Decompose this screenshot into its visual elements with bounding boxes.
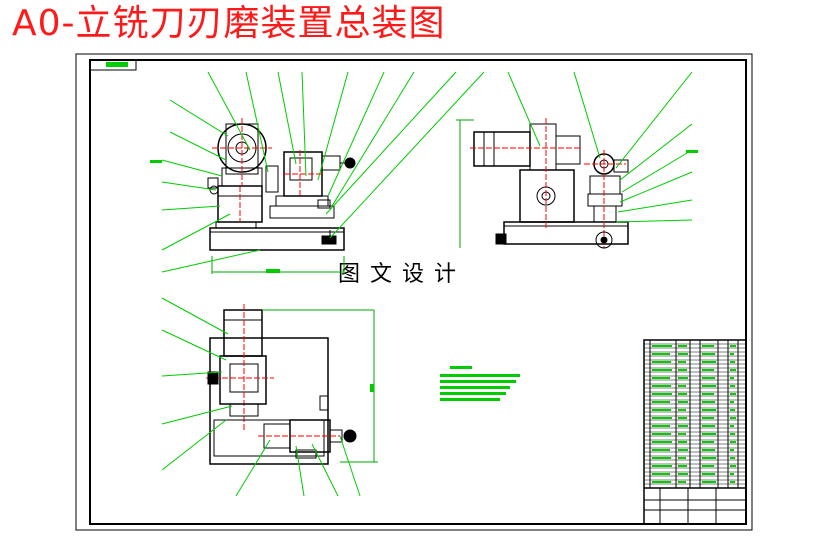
- bom-cell-text: [678, 425, 688, 427]
- bom-cell-text: [730, 473, 734, 475]
- bom-cell-text: [678, 465, 687, 467]
- bom-cell-text: [652, 409, 671, 411]
- bom-cell-text: [678, 433, 686, 435]
- bom-cell-text: [678, 481, 686, 483]
- bom-cell-text: [652, 449, 670, 451]
- bom-cell-text: [652, 345, 672, 347]
- bom-cell-text: [702, 345, 714, 347]
- top-view: [206, 304, 378, 465]
- bom-cell-text: [652, 377, 670, 379]
- bom-cell-text: [730, 401, 734, 403]
- bom-cell-text: [652, 393, 672, 395]
- bom-cell-text: [730, 449, 734, 451]
- drawing-title: A0-立铣刀刃磨装置总装图: [12, 3, 446, 44]
- bom-cell-text: [730, 441, 736, 443]
- bom-cell-text: [678, 441, 687, 443]
- bom-cell-text: [730, 465, 736, 467]
- bom-cell-text: [678, 401, 688, 403]
- bom-cell-text: [652, 369, 672, 371]
- bom-cell-text: [730, 481, 735, 483]
- bom-cell-text: [730, 361, 735, 363]
- bom-cell-text: [702, 417, 714, 419]
- bom-cell-text: [702, 393, 714, 395]
- bom-cell-text: [702, 433, 716, 435]
- bom-cell-text: [702, 385, 716, 387]
- bom-cell-text: [730, 457, 735, 459]
- bom-cell-text: [652, 457, 671, 459]
- top-view-leaders: [161, 297, 361, 497]
- bom-cell-text: [678, 473, 688, 475]
- bom-cell-text: [678, 457, 686, 459]
- bom-cell-text: [652, 441, 672, 443]
- bom-cell-text: [702, 457, 716, 459]
- bom-cell-text: [730, 393, 736, 395]
- bom-cell-text: [652, 425, 670, 427]
- bom-cell-text: [652, 465, 672, 467]
- bom-cell-text: [730, 353, 734, 355]
- bom-cell-text: [730, 385, 735, 387]
- bom-cell-text: [702, 409, 716, 411]
- bom-cell-text: [702, 441, 714, 443]
- bom-cell-text: [678, 393, 687, 395]
- bom-cell-text: [730, 417, 736, 419]
- bom-cell-text: [730, 377, 734, 379]
- bom-cell-text: [730, 425, 734, 427]
- bom-cell-text: [702, 425, 715, 427]
- bom-cell-text: [730, 369, 736, 371]
- bom-cell-text: [678, 345, 687, 347]
- bom-cell-text: [678, 377, 688, 379]
- sheet-outer-border: [75, 53, 753, 531]
- bom-cell-text: [652, 385, 671, 387]
- bom-rows: [644, 343, 746, 485]
- drawing-code-box: [89, 59, 137, 71]
- bom-cell-text: [702, 465, 714, 467]
- bom-cell-text: [652, 417, 672, 419]
- bom-cell-text: [702, 353, 715, 355]
- bom-cell-text: [652, 353, 670, 355]
- bom-cell-text: [702, 473, 715, 475]
- front-view: [207, 118, 356, 274]
- bom-cell-text: [652, 401, 670, 403]
- bom-text: [652, 345, 736, 483]
- sheet-inner-border: [89, 59, 747, 525]
- bom-cell-text: [652, 481, 671, 483]
- bom-cell-text: [702, 449, 715, 451]
- bom-cell-text: [702, 369, 714, 371]
- bom-cell-text: [730, 409, 735, 411]
- bom-cell-text: [702, 377, 715, 379]
- bom-cell-text: [730, 433, 735, 435]
- side-view-leaders: [507, 71, 698, 223]
- watermark-text: 图文设计: [334, 256, 471, 288]
- bom-cell-text: [652, 473, 670, 475]
- bom-cell-text: [678, 409, 686, 411]
- bom-cell-text: [678, 385, 686, 387]
- bom-cell-text: [702, 481, 716, 483]
- bom-cell-text: [652, 361, 671, 363]
- side-view: [456, 118, 629, 249]
- bom-cell-text: [652, 433, 671, 435]
- bom-cell-text: [702, 361, 716, 363]
- bom-cell-text: [730, 345, 736, 347]
- front-view-leaders: [150, 71, 485, 273]
- bom-cell-text: [678, 353, 688, 355]
- bom-cell-text: [678, 361, 686, 363]
- bom-cell-text: [678, 449, 688, 451]
- bom-cell-text: [678, 369, 687, 371]
- bom-cell-text: [702, 401, 715, 403]
- technical-notes: [440, 366, 520, 401]
- bom-cell-text: [678, 417, 687, 419]
